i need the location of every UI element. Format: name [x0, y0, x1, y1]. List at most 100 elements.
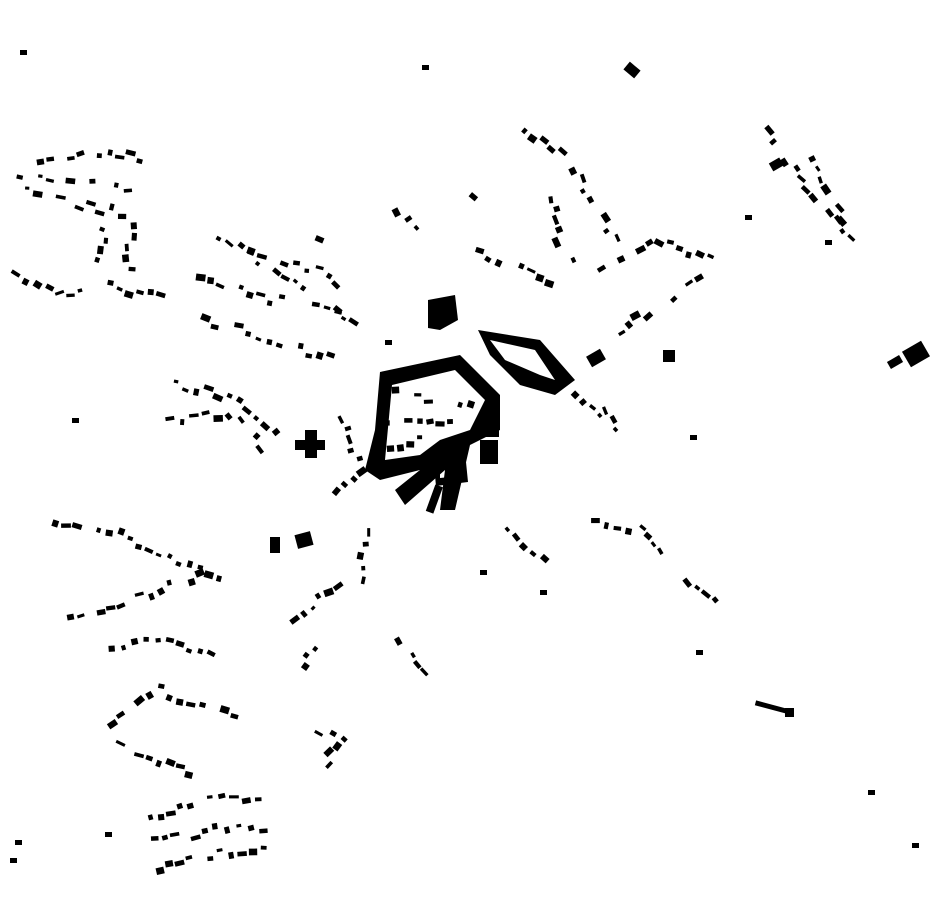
building: [468, 192, 479, 202]
building: [334, 309, 343, 315]
building: [553, 205, 561, 213]
building: [46, 156, 55, 162]
building: [252, 415, 260, 422]
building: [155, 552, 162, 558]
building: [96, 608, 106, 616]
building: [248, 848, 258, 856]
building: [314, 729, 324, 737]
building: [155, 866, 165, 876]
building: [535, 273, 545, 283]
building: [66, 613, 75, 621]
building: [323, 305, 331, 311]
building: [340, 480, 349, 489]
building: [901, 340, 930, 368]
north-terrace: [478, 330, 575, 395]
building: [123, 188, 133, 193]
building: [808, 192, 819, 204]
building: [302, 651, 310, 659]
building: [375, 440, 385, 447]
building: [247, 824, 255, 832]
building: [543, 279, 555, 289]
building: [425, 484, 443, 514]
building: [808, 155, 817, 163]
building: [466, 400, 476, 409]
building: [570, 256, 577, 264]
building: [295, 440, 325, 450]
building: [457, 401, 463, 408]
building: [174, 859, 185, 867]
building: [75, 150, 85, 158]
building: [326, 351, 336, 359]
building: [315, 351, 324, 360]
building: [107, 279, 114, 286]
building: [312, 645, 319, 653]
building: [266, 338, 273, 346]
building: [186, 560, 194, 569]
building: [404, 215, 413, 223]
building: [912, 843, 919, 848]
building: [130, 637, 139, 646]
building: [361, 565, 366, 571]
building: [310, 605, 316, 611]
building: [825, 240, 832, 245]
building: [597, 412, 603, 419]
building: [835, 215, 848, 227]
building: [133, 694, 146, 707]
building: [629, 310, 642, 321]
building: [475, 246, 485, 255]
building: [690, 435, 697, 440]
building: [340, 315, 347, 322]
building: [270, 537, 280, 553]
building: [329, 729, 338, 738]
building: [116, 602, 126, 610]
building: [21, 277, 30, 286]
building: [94, 256, 101, 263]
building: [194, 568, 206, 578]
building: [348, 317, 359, 327]
building: [325, 272, 333, 280]
building: [234, 322, 244, 329]
building: [521, 127, 528, 135]
building: [557, 146, 568, 157]
building: [215, 575, 222, 583]
building: [706, 253, 715, 260]
building: [406, 441, 415, 448]
building: [246, 246, 256, 256]
building: [278, 294, 286, 300]
building: [396, 444, 405, 452]
building: [165, 694, 173, 702]
building: [134, 543, 143, 551]
building: [644, 238, 654, 247]
old-town-wall-block: [365, 355, 500, 510]
building: [175, 698, 184, 706]
building: [20, 50, 27, 55]
building: [554, 225, 564, 234]
building: [256, 253, 268, 260]
building: [414, 393, 422, 397]
building: [15, 840, 22, 845]
building: [143, 636, 149, 642]
building: [696, 650, 703, 655]
building: [311, 301, 321, 308]
scattered-buildings: [10, 50, 919, 876]
building: [74, 204, 85, 212]
building: [187, 577, 196, 587]
building: [16, 174, 24, 180]
building: [653, 238, 665, 248]
building: [255, 336, 262, 342]
building: [484, 255, 492, 263]
building: [185, 855, 193, 861]
building: [244, 330, 252, 338]
building: [779, 157, 789, 168]
building: [210, 323, 219, 331]
building: [684, 279, 694, 287]
building: [693, 273, 704, 283]
building: [165, 637, 175, 644]
building: [176, 802, 184, 810]
building: [179, 418, 185, 426]
building: [624, 527, 633, 536]
building: [114, 154, 125, 160]
building: [212, 392, 224, 403]
building: [145, 754, 154, 762]
building: [37, 174, 43, 178]
